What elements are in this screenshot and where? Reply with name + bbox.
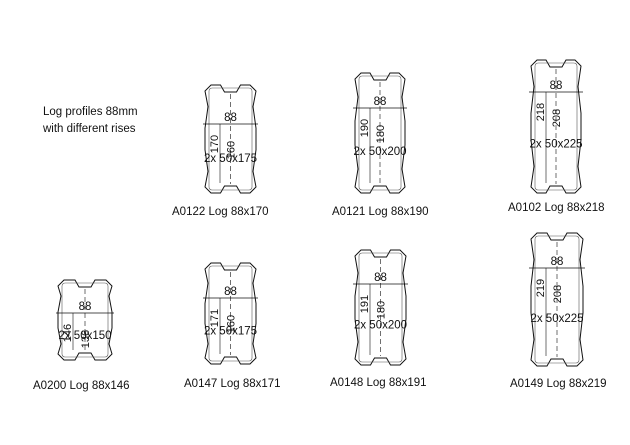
board-size-label: 2x 50x200 (354, 320, 407, 332)
rise-label: 219 (535, 279, 547, 297)
board-size-label: 2x 50x225 (529, 139, 582, 151)
width-label: 88 (79, 301, 92, 313)
profile-outline (204, 262, 257, 365)
rise-label: 170 (209, 135, 221, 153)
width-label: 88 (550, 80, 563, 92)
board-size-label: 2x 50x175 (204, 325, 257, 337)
profile-outline (354, 249, 407, 366)
board-size-label: 2x 50x225 (530, 313, 583, 325)
inner-height-label: 136 (80, 330, 92, 348)
profile-caption: A0122 Log 88x170 (172, 206, 269, 218)
inner-height-label: 180 (375, 125, 387, 143)
width-label: 88 (551, 256, 564, 268)
rise-label: 218 (535, 103, 547, 121)
profile-inner-contour (208, 265, 253, 362)
inner-height-label: 160 (226, 141, 238, 159)
heading-line-2: with different rises (43, 123, 136, 135)
width-label: 88 (374, 96, 387, 108)
profile-inner-contour (358, 252, 403, 363)
profile-outline (204, 84, 257, 194)
width-label: 88 (224, 112, 237, 124)
profile-outline (354, 72, 406, 194)
profile-inner-contour (358, 75, 402, 191)
profile-caption: A0102 Log 88x218 (508, 202, 605, 214)
board-size-label: 2x 50x150 (58, 330, 111, 342)
inner-height-label: 160 (226, 315, 238, 333)
width-label: 88 (374, 272, 387, 284)
board-size-label: 2x 50x175 (204, 153, 257, 165)
profile-outline (530, 59, 582, 194)
profile-caption: A0149 Log 88x219 (510, 378, 607, 390)
profile-caption: A0148 Log 88x191 (330, 377, 427, 389)
profile-caption: A0121 Log 88x190 (332, 206, 429, 218)
inner-height-label: 208 (552, 285, 564, 303)
rise-label: 191 (359, 295, 371, 313)
rise-label: 171 (209, 309, 221, 327)
profile-outline (57, 279, 113, 361)
width-label: 88 (224, 286, 237, 298)
profile-outline (530, 232, 584, 367)
profile-caption: A0200 Log 88x146 (33, 380, 130, 392)
rise-label: 190 (359, 119, 371, 137)
profile-inner-contour (208, 87, 253, 191)
inner-height-label: 180 (376, 301, 388, 319)
profile-inner-contour (61, 282, 109, 358)
inner-height-label: 208 (551, 109, 563, 127)
rise-label: 146 (62, 324, 74, 342)
heading-line-1: Log profiles 88mm (43, 106, 138, 118)
diagram-heading: Log profiles 88mm with different rises (43, 104, 138, 138)
profile-inner-contour (534, 62, 578, 191)
profile-caption: A0147 Log 88x171 (184, 378, 281, 390)
board-size-label: 2x 50x200 (353, 146, 406, 158)
profile-inner-contour (534, 235, 580, 364)
